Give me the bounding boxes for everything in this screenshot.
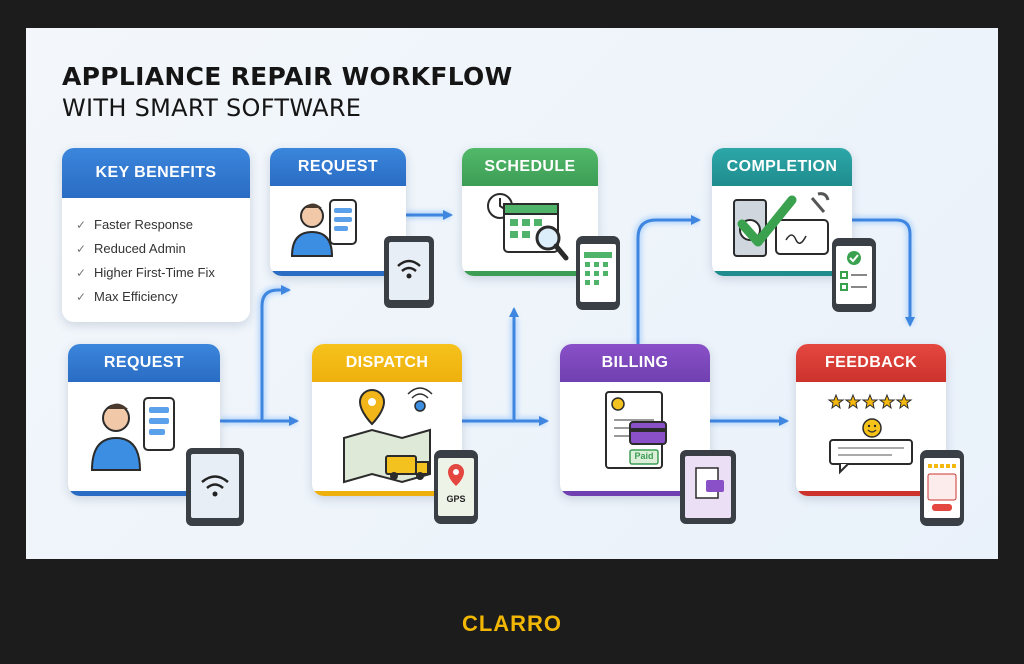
workflow-canvas: APPLIANCE REPAIR WORKFLOW WITH SMART SOF… (26, 28, 998, 559)
tablet-wifi-icon (384, 236, 434, 308)
paid-stamp: Paid (634, 451, 654, 461)
user-phone-icon (90, 397, 175, 471)
phone-calendar-icon (576, 236, 620, 310)
calendar-magnifier-icon (487, 193, 569, 261)
benefit-item: ✓Reduced Admin (76, 237, 215, 261)
page-title: APPLIANCE REPAIR WORKFLOW (62, 62, 513, 91)
step-title: BILLING (560, 344, 710, 382)
key-benefits-card: KEY BENEFITS ✓Faster Response ✓Reduced A… (62, 148, 250, 322)
arrow-billing-to-completion (636, 215, 701, 346)
arrow-completion-to-feedback (850, 218, 915, 327)
check-circle-icon: ✓ (76, 266, 87, 280)
benefit-item: ✓Faster Response (76, 213, 215, 237)
page-subtitle: WITH SMART SOFTWARE (62, 94, 362, 122)
gps-label: GPS (446, 494, 466, 504)
phone-checklist-icon (832, 238, 876, 312)
step-title: COMPLETION (712, 148, 852, 186)
key-benefits-heading: KEY BENEFITS (62, 148, 250, 198)
tablet-wifi-icon (186, 448, 244, 526)
user-phone-icon (290, 199, 357, 257)
check-circle-icon: ✓ (76, 242, 87, 256)
step-card-request-top: REQUEST (270, 148, 406, 276)
check-circle-icon: ✓ (76, 290, 87, 304)
arrow-request-to-request (260, 285, 291, 423)
step-title: DISPATCH (312, 344, 462, 382)
benefits-list: ✓Faster Response ✓Reduced Admin ✓Higher … (76, 213, 215, 309)
brand-logo: CLARRO (461, 611, 563, 636)
phone-review-icon (920, 450, 964, 526)
phone-gps-icon (434, 450, 478, 524)
tablet-receipt-icon (680, 450, 736, 524)
check-circle-icon: ✓ (76, 218, 87, 232)
stars-smiley-icon (827, 393, 913, 475)
step-card-schedule: SCHEDULE (462, 148, 598, 276)
appliance-check-icon (733, 192, 830, 257)
step-title: REQUEST (270, 148, 406, 186)
step-card-completion: COMPLETION (712, 148, 852, 276)
invoice-card-icon (605, 391, 667, 469)
benefit-item: ✓Max Efficiency (76, 285, 215, 309)
step-card-dispatch: DISPATCH (312, 344, 462, 496)
step-title: REQUEST (68, 344, 220, 382)
step-title: FEEDBACK (796, 344, 946, 382)
flow-arrows (219, 210, 915, 426)
step-title: SCHEDULE (462, 148, 598, 186)
map-van-icon (343, 387, 433, 484)
benefit-item: ✓Higher First-Time Fix (76, 261, 215, 285)
phone-gps: GPS (432, 448, 480, 526)
step-card-billing: BILLING Paid (560, 344, 710, 496)
